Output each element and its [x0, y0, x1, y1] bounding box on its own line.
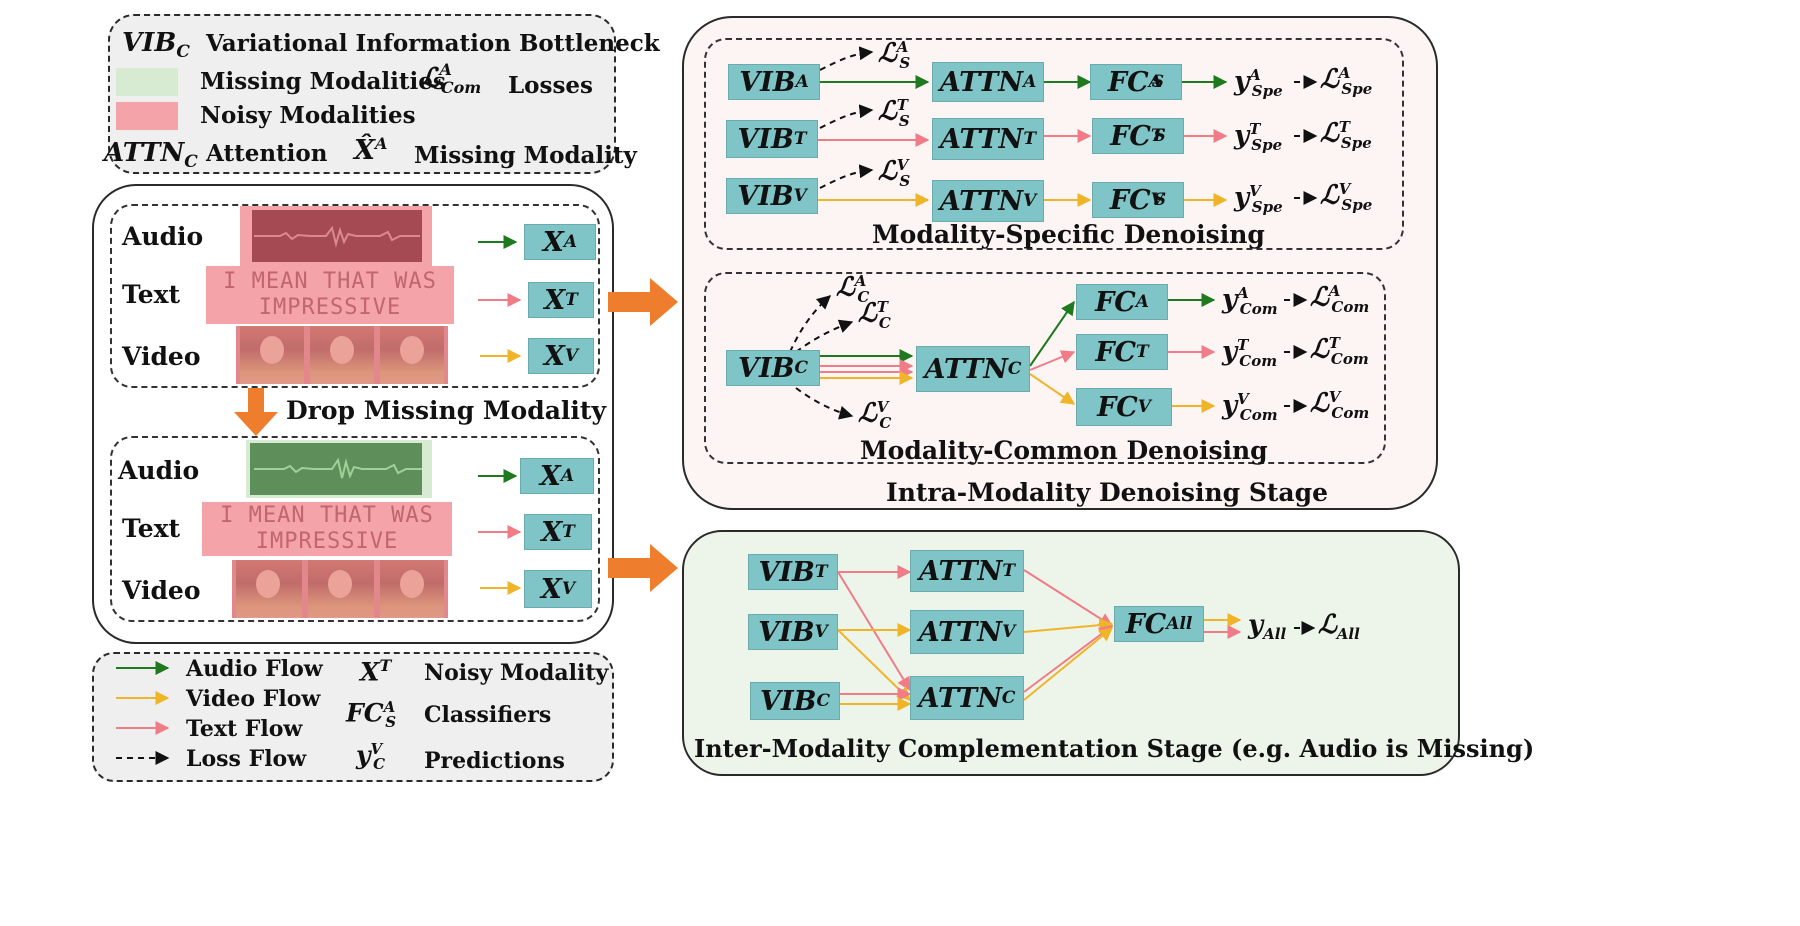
- y-com-a: yACom: [1222, 284, 1278, 318]
- legend-noisy-text: Noisy Modalities: [200, 102, 416, 129]
- loss-c-t: ℒTC: [858, 298, 891, 332]
- specific-denoising-title: Modality-Specific Denoising: [872, 220, 1265, 249]
- noisy-modalities-swatch: [116, 102, 178, 130]
- legend-vib-symbol: VIBC: [122, 28, 190, 63]
- common-denoising-group: [704, 272, 1386, 464]
- upper-audio-label: Audio: [122, 222, 204, 251]
- y-spe-t: yTSpe: [1234, 120, 1283, 154]
- lower-video-label: Video: [122, 576, 201, 605]
- legend-audio-flow: Audio Flow: [186, 656, 323, 682]
- loss-s-v: ℒVS: [878, 156, 911, 190]
- legend-hat-symbol: X̂A: [354, 134, 388, 166]
- legend-classifier-symbol: FCAS: [346, 698, 397, 732]
- legend-loss-flow: Loss Flow: [186, 746, 307, 772]
- y-spe-v: yVSpe: [1234, 182, 1283, 216]
- bottom-legend-panel: [92, 652, 614, 782]
- legend-loss-text: Losses: [508, 72, 593, 99]
- y-spe-a: yASpe: [1234, 66, 1283, 100]
- legend-noisy-modality-text: Noisy Modality: [424, 660, 609, 686]
- lower-audio-label: Audio: [118, 456, 200, 485]
- legend-video-flow: Video Flow: [186, 686, 321, 712]
- legend-prediction-text: Predictions: [424, 748, 565, 774]
- legend-attn-symbol: ATTNC: [104, 138, 198, 173]
- legend-classifier-text: Classifiers: [424, 702, 552, 728]
- legend-loss-symbol: ℒACom: [420, 60, 482, 98]
- legend-hat-text: Missing Modality: [414, 142, 637, 169]
- l-spe-v: ℒVSpe: [1320, 180, 1373, 214]
- top-legend-panel: [108, 14, 616, 174]
- inter-stage-title: Inter-Modality Complementation Stage (e.…: [694, 734, 1535, 763]
- y-com-v: yVCom: [1222, 390, 1278, 424]
- loss-s-a: ℒAS: [878, 38, 911, 72]
- l-com-v: ℒVCom: [1310, 388, 1370, 422]
- missing-modalities-swatch: [116, 68, 178, 96]
- l-com-t: ℒTCom: [1310, 334, 1369, 368]
- loss-c-a: ℒAC: [836, 272, 870, 306]
- lower-text-label: Text: [122, 514, 181, 543]
- upper-video-label: Video: [122, 342, 201, 371]
- legend-prediction-symbol: yVC: [356, 740, 386, 774]
- drop-missing-label: Drop Missing Modality: [286, 396, 606, 425]
- upper-text-label: Text: [122, 280, 181, 309]
- legend-noisy-symbol: XT: [360, 656, 392, 687]
- legend-attn-text: Attention: [206, 140, 328, 167]
- loss-c-v: ℒVC: [858, 398, 892, 432]
- upper-input-group: [110, 204, 600, 388]
- intra-stage-title: Intra-Modality Denoising Stage: [886, 478, 1329, 507]
- upper-video-frames: [236, 326, 448, 384]
- lower-video-frames: [232, 560, 448, 618]
- y-com-t: yTCom: [1222, 336, 1278, 370]
- y-all: yAll: [1248, 610, 1287, 644]
- upper-audio-waveform: [240, 206, 432, 266]
- legend-missing-text: Missing Modalities: [200, 68, 446, 95]
- l-all: ℒAll: [1318, 610, 1360, 644]
- loss-s-t: ℒTS: [878, 96, 910, 130]
- l-spe-t: ℒTSpe: [1320, 118, 1372, 152]
- l-com-a: ℒACom: [1310, 282, 1370, 316]
- legend-text-flow: Text Flow: [186, 716, 303, 742]
- legend-vib-text: Variational Information Bottleneck: [206, 30, 660, 57]
- l-spe-a: ℒASpe: [1320, 64, 1373, 98]
- lower-audio-waveform: [246, 440, 432, 498]
- lower-input-group: [110, 436, 600, 622]
- common-denoising-title: Modality-Common Denoising: [860, 436, 1268, 465]
- specific-denoising-group: [704, 38, 1404, 250]
